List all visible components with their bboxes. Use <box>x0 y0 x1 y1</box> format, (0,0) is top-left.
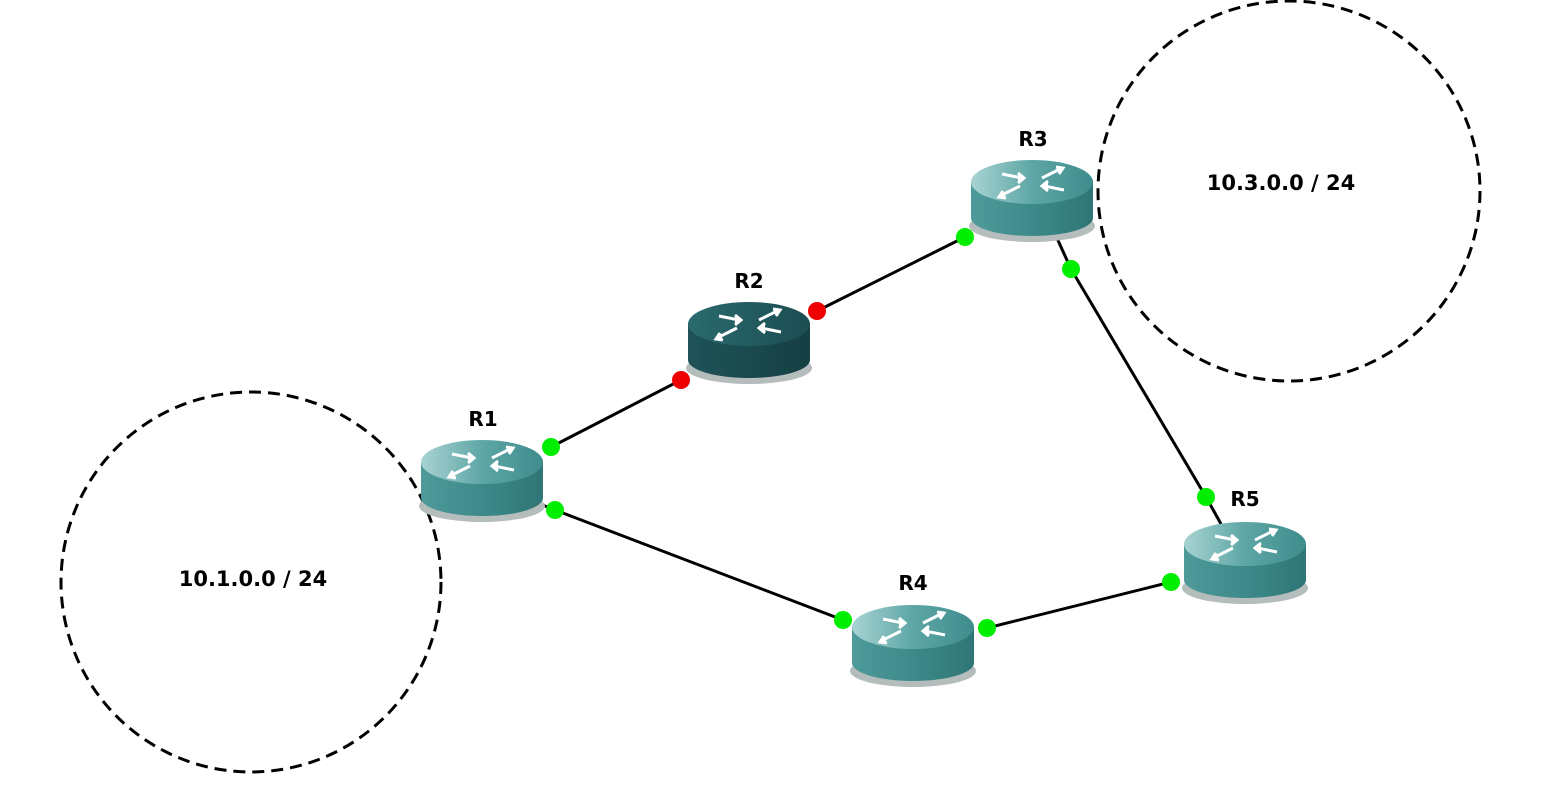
router-icon <box>852 605 974 649</box>
port-status-up <box>978 619 996 637</box>
router-r3[interactable]: R3 <box>969 127 1095 242</box>
link-r4-r5[interactable] <box>986 580 1172 630</box>
router-icon <box>971 160 1093 204</box>
router-r1[interactable]: R1 <box>419 407 545 522</box>
router-icon <box>421 440 543 484</box>
port-status-up <box>956 228 974 246</box>
port-status-up <box>1197 488 1215 506</box>
network-label: 10.1.0.0 / 24 <box>179 567 328 591</box>
link-r3-r5[interactable] <box>1069 268 1208 498</box>
network-label: 10.3.0.0 / 24 <box>1207 171 1356 195</box>
links-layer <box>529 235 1223 630</box>
router-r5[interactable]: R5 <box>1182 487 1308 604</box>
port-status-up <box>542 438 560 456</box>
link-r1-r4[interactable] <box>554 508 844 622</box>
port-status-up <box>1062 260 1080 278</box>
port-status-up <box>1162 573 1180 591</box>
link-r1-r2[interactable] <box>550 378 682 449</box>
port-status-up <box>834 611 852 629</box>
router-r2[interactable]: R2 <box>686 269 812 384</box>
network-10-3[interactable]: 10.3.0.0 / 24 <box>1096 0 1482 383</box>
router-label: R2 <box>734 269 763 293</box>
network-10-1[interactable]: 10.1.0.0 / 24 <box>59 390 443 774</box>
router-label: R3 <box>1018 127 1047 151</box>
router-label: R1 <box>468 407 497 431</box>
router-icon <box>1184 522 1306 566</box>
router-label: R5 <box>1230 487 1259 511</box>
port-status-up <box>546 501 564 519</box>
router-r4[interactable]: R4 <box>850 571 976 687</box>
port-indicators <box>542 228 1215 637</box>
router-label: R4 <box>898 571 927 595</box>
router-icon <box>688 302 810 346</box>
port-status-down <box>808 302 826 320</box>
link-r2-r3[interactable] <box>816 235 966 313</box>
port-status-down <box>672 371 690 389</box>
network-boundary <box>1096 0 1482 383</box>
network-boundary <box>59 390 443 774</box>
